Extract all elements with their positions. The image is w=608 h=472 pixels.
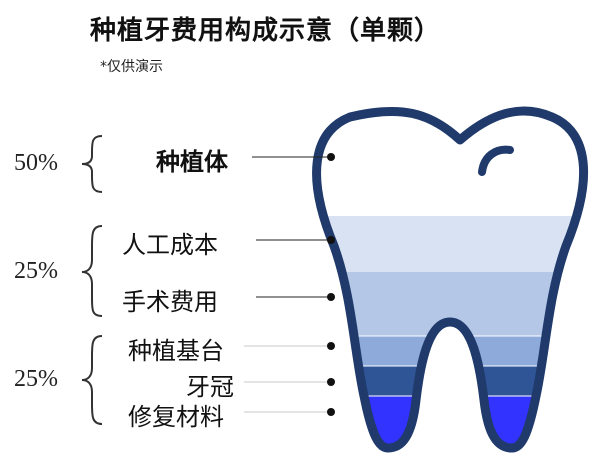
band-material (316, 396, 584, 448)
tooth-outline (312, 106, 588, 453)
percent-group-1: 50% (14, 150, 58, 176)
dot-material (327, 408, 335, 416)
band-abutment (316, 336, 584, 366)
band-crown (316, 366, 584, 396)
dot-labor (327, 236, 335, 244)
demo-note: *仅供演示 (100, 59, 163, 75)
leader-lines (244, 156, 330, 413)
label-labor-cost: 人工成本 (122, 231, 218, 259)
label-surgery-fee: 手术费用 (122, 288, 218, 316)
label-implant: 种植体 (156, 148, 228, 176)
label-crown: 牙冠 (186, 373, 234, 401)
tooth-groove (478, 145, 514, 176)
label-material: 修复材料 (128, 403, 224, 431)
tooth-bands (316, 216, 584, 448)
diagram-title: 种植牙费用构成示意（单颗） (90, 16, 442, 46)
brace-group-2 (81, 225, 103, 317)
percent-group-2: 25% (14, 258, 58, 284)
brace-group-3 (81, 335, 103, 425)
brace-group-1 (81, 135, 103, 193)
percent-group-3: 25% (14, 366, 58, 392)
dot-crown (327, 378, 335, 386)
dot-implant (327, 153, 335, 161)
dot-surgery (327, 293, 335, 301)
label-abutment: 种植基台 (128, 337, 224, 365)
band-labor-cost (316, 216, 584, 272)
dot-abutment (327, 342, 335, 350)
leader-dots (327, 153, 335, 416)
